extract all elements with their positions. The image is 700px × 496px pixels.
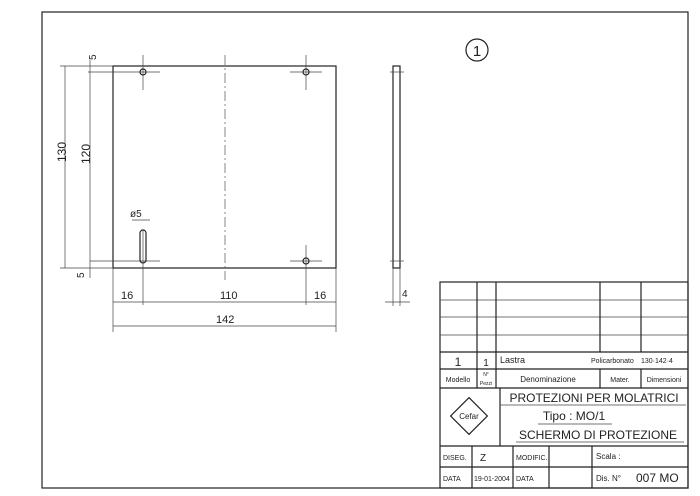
drawing-no-label: Dis. N° <box>596 474 621 483</box>
parts-model: 1 <box>455 355 462 369</box>
dim-overall-width: 142 <box>216 314 234 326</box>
drawing-no: 007 MO <box>636 471 679 485</box>
hole <box>139 68 147 76</box>
parts-material: Policarbonato <box>591 358 634 365</box>
plate-front-view <box>60 55 337 332</box>
dimension-lines <box>64 60 410 327</box>
dim-hole-spacing-h: 110 <box>220 290 238 302</box>
title-line-1: PROTEZIONI PER MOLATRICI <box>509 391 678 405</box>
dim-bottom-margin: 5 <box>76 272 87 278</box>
dim-left-offset: 16 <box>121 290 133 302</box>
dim-right-offset: 16 <box>314 290 326 302</box>
date-label: DATA <box>443 476 461 483</box>
header-model: Modello <box>446 377 471 384</box>
title-line-2: Tipo : MO/1 <box>543 409 606 423</box>
dim-hole-diameter: ø5 <box>130 209 142 220</box>
date-label-2: DATA <box>516 476 534 483</box>
plate-side-view <box>390 65 404 306</box>
header-dimensions: Dimensioni <box>647 377 682 384</box>
modified-label: MODIFIC. <box>516 455 548 462</box>
header-qty: N° <box>483 372 489 378</box>
parts-name: Lastra <box>500 355 525 365</box>
dim-overall-height: 130 <box>55 142 69 162</box>
header-name: Denominazione <box>520 375 576 384</box>
parts-dimensions: 130·142·4 <box>641 358 673 365</box>
dim-hole-spacing-v: 120 <box>79 144 93 164</box>
part-number-balloon: 1 <box>465 38 489 62</box>
scale-label: Scala : <box>596 452 620 461</box>
hole <box>302 68 310 76</box>
dim-thickness: 4 <box>402 289 408 300</box>
title-line-3: SCHERMO DI PROTEZIONE <box>519 428 677 442</box>
title-block: 1 1 Lastra Policarbonato 130·142·4 Model… <box>439 281 689 489</box>
dim-top-margin: 5 <box>88 54 99 60</box>
header-material: Mater. <box>610 377 630 384</box>
hole <box>302 257 310 265</box>
drawn-by: Z <box>480 453 486 464</box>
svg-text:1: 1 <box>473 43 481 60</box>
parts-qty: 1 <box>483 358 489 369</box>
slot <box>139 229 147 264</box>
date-value: 19-01-2004 <box>474 476 510 483</box>
sheet-border <box>41 11 689 489</box>
svg-text:Cefar: Cefar <box>459 412 479 421</box>
company-logo: Cefar <box>449 396 489 436</box>
header-qty-2: Pezzi <box>480 381 492 387</box>
drawn-label: DISEG. <box>443 455 467 462</box>
